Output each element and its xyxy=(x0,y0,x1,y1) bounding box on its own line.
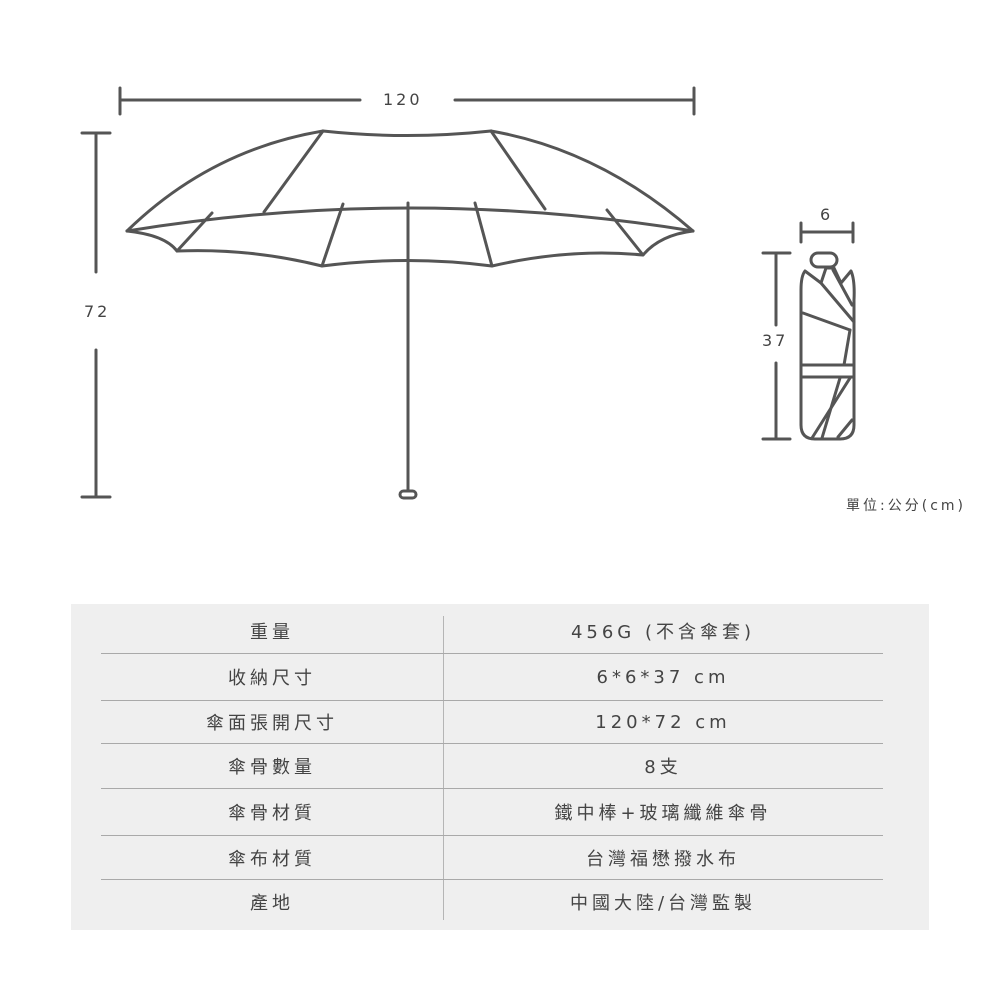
spec-value: 8支 xyxy=(644,757,682,778)
spec-value: 台灣福懋撥水布 xyxy=(586,848,740,870)
unit-note: 單位:公分(cm) xyxy=(846,498,966,514)
table-row: 傘骨材質 鐵中棒+玻璃纖維傘骨 xyxy=(101,789,883,836)
folded-width-dimension-line xyxy=(799,221,855,244)
spec-label: 傘布材質 xyxy=(228,848,316,870)
column-divider xyxy=(443,616,444,920)
spec-label: 傘骨數量 xyxy=(228,757,316,778)
folded-umbrella-drawing xyxy=(799,251,856,441)
spec-table: 重量 456G (不含傘套) 收納尺寸 6*6*37 cm 傘面張開尺寸 120… xyxy=(71,604,929,930)
table-row: 重量 456G (不含傘套) xyxy=(101,609,883,654)
spec-value: 6*6*37 cm xyxy=(596,666,730,688)
spec-value: 鐵中棒+玻璃纖維傘骨 xyxy=(554,803,772,824)
table-row: 產地 中國大陸/台灣監製 xyxy=(101,880,883,924)
spec-label: 收納尺寸 xyxy=(228,668,316,689)
folded-height-label: 37 xyxy=(762,331,789,350)
height-dimension-line xyxy=(80,131,112,499)
spec-value: 456G (不含傘套) xyxy=(570,622,756,643)
open-width-label: 120 xyxy=(383,90,423,109)
folded-width-label: 6 xyxy=(820,205,834,224)
spec-value: 120*72 cm xyxy=(595,711,731,733)
width-dimension-line xyxy=(118,86,696,116)
spec-label: 產地 xyxy=(250,893,294,914)
table-row: 傘布材質 台灣福懋撥水布 xyxy=(101,836,883,880)
spec-value: 中國大陸/台灣監製 xyxy=(569,893,757,914)
spec-label: 傘骨材質 xyxy=(228,803,316,824)
open-umbrella-drawing xyxy=(125,129,695,500)
spec-label: 重量 xyxy=(250,622,294,643)
folded-height-dimension-line xyxy=(761,251,792,441)
spec-label: 傘面張開尺寸 xyxy=(206,713,338,734)
open-height-label: 72 xyxy=(84,302,111,321)
table-row: 收納尺寸 6*6*37 cm xyxy=(101,654,883,701)
table-row: 傘面張開尺寸 120*72 cm xyxy=(101,701,883,744)
table-row: 傘骨數量 8支 xyxy=(101,744,883,789)
umbrella-diagram xyxy=(80,86,856,500)
